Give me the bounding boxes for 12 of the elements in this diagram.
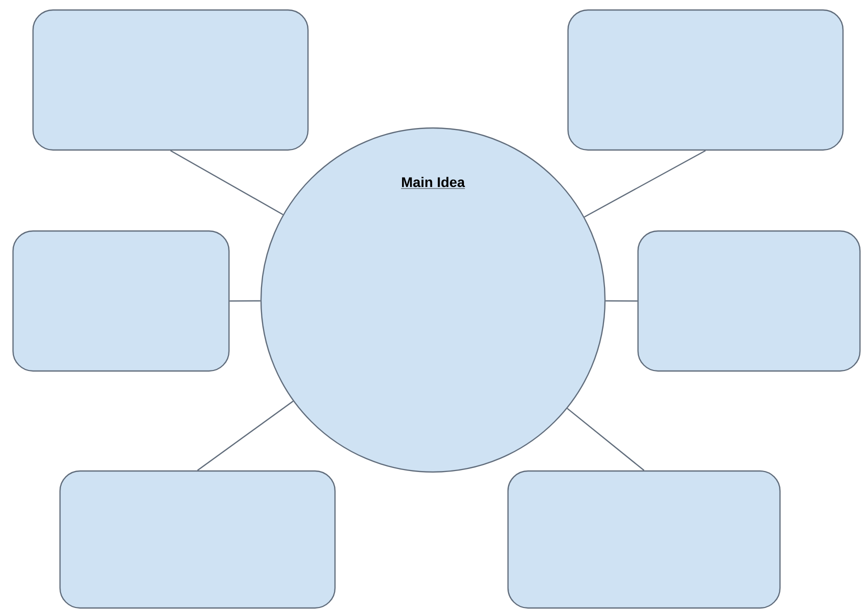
rounded-box	[567, 9, 844, 151]
connector-line	[230, 300, 260, 302]
rounded-box	[507, 470, 781, 609]
rounded-box	[59, 470, 336, 609]
connector-line	[170, 150, 284, 216]
connector-line	[606, 300, 638, 302]
rounded-box	[12, 230, 230, 372]
rounded-box	[32, 9, 309, 151]
connector-line	[197, 400, 294, 471]
connector-line	[584, 150, 706, 218]
connector-line	[566, 408, 644, 471]
rounded-box	[637, 230, 861, 372]
